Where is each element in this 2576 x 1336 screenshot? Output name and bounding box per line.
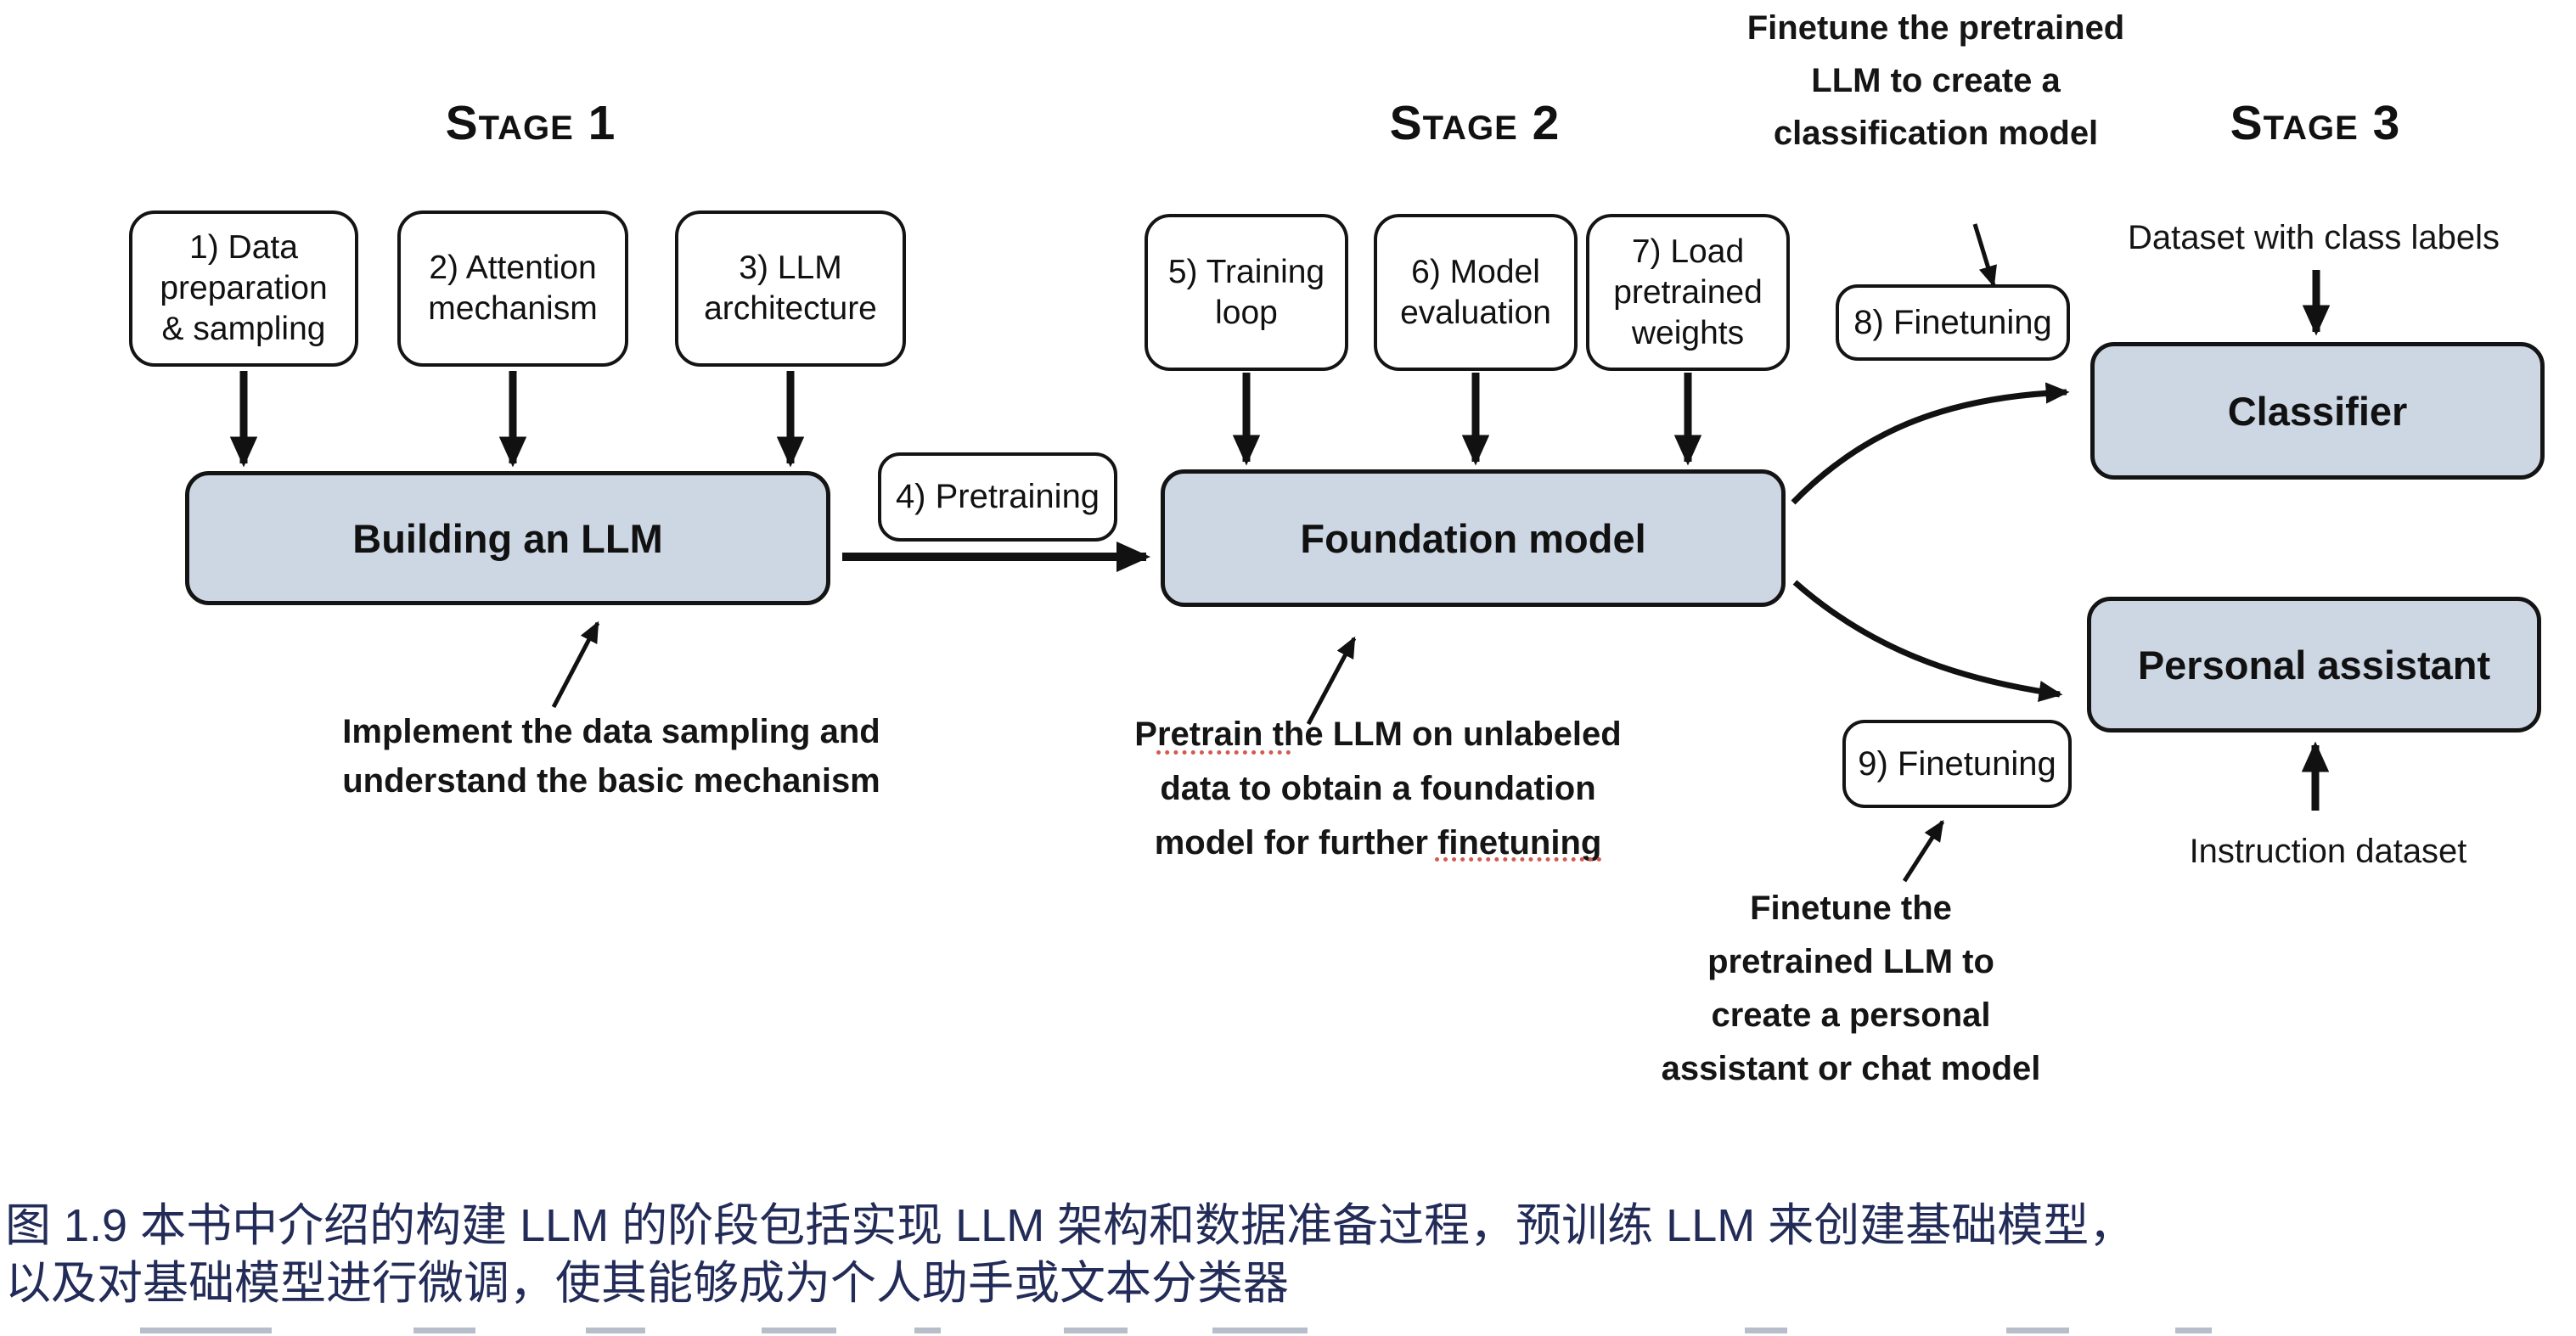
step-box-9-finetuning: 9) Finetuning bbox=[1842, 720, 2072, 808]
figure-caption-line2: 以及对基础模型进行微调，使其能够成为个人助手或文本分类器 bbox=[5, 1258, 1289, 1309]
stage1-title: Stage 1 bbox=[445, 96, 616, 150]
step-box-7-load-weights: 7) Load pretrained weights bbox=[1586, 214, 1790, 371]
spellcheck-underline-pretrain bbox=[1156, 750, 1291, 755]
step-box-3-architecture: 3) LLM architecture bbox=[675, 211, 906, 367]
cropped-text-artifact bbox=[1212, 1328, 1308, 1333]
label-dataset-class-labels: Dataset with class labels bbox=[2128, 219, 2500, 256]
figure-caption-line1: 图 1.9 本书中介绍的构建 LLM 的阶段包括实现 LLM 架构和数据准备过程… bbox=[5, 1200, 2135, 1251]
stage3-title: Stage 3 bbox=[2230, 96, 2401, 150]
label-instruction-dataset: Instruction dataset bbox=[2189, 833, 2467, 870]
step-box-2-attention: 2) Attention mechanism bbox=[397, 211, 628, 367]
cropped-text-artifact bbox=[1745, 1328, 1787, 1333]
figure-caption: 图 1.9 本书中介绍的构建 LLM 的阶段包括实现 LLM 架构和数据准备过程… bbox=[5, 1197, 2562, 1312]
step-box-1-data-preparation: 1) Data preparation & sampling bbox=[129, 211, 358, 367]
foundation-model-box: Foundation model bbox=[1161, 469, 1786, 607]
cropped-text-artifact bbox=[586, 1328, 645, 1333]
arrow-clsnote-to-step8 bbox=[1972, 223, 1997, 288]
classifier-box: Classifier bbox=[2090, 342, 2545, 480]
cropped-text-artifact bbox=[413, 1328, 475, 1333]
cropped-text-artifact bbox=[914, 1328, 941, 1333]
personal-assistant-box: Personal assistant bbox=[2087, 597, 2541, 733]
cropped-text-artifact bbox=[762, 1328, 836, 1333]
step-box-6-model-evaluation: 6) Model evaluation bbox=[1374, 214, 1578, 371]
step-box-5-training-loop: 5) Training loop bbox=[1145, 214, 1348, 371]
arrow-implementnote-to-building bbox=[551, 620, 600, 709]
cropped-text-artifact bbox=[2175, 1328, 2212, 1333]
arrow-foundation-to-assistant bbox=[1792, 580, 2063, 703]
stage2-title: Stage 2 bbox=[1389, 96, 1561, 150]
building-llm-box: Building an LLM bbox=[185, 471, 830, 605]
cropped-text-artifact bbox=[1064, 1328, 1128, 1333]
arrow-pretrainnote-to-foundation bbox=[1306, 636, 1357, 726]
step-box-4-pretraining: 4) Pretraining bbox=[878, 452, 1117, 542]
arrow-asstnote-to-step9 bbox=[1902, 819, 1945, 883]
arrow-foundation-to-classifier bbox=[1791, 382, 2070, 505]
spellcheck-underline-finetuning bbox=[1435, 857, 1601, 862]
cropped-text-artifact bbox=[140, 1328, 272, 1333]
note-finetune-classification: Finetune the pretrained LLM to create a … bbox=[1746, 9, 2125, 152]
note-finetune-assistant: Finetune the pretrained LLM to create a … bbox=[1661, 890, 2041, 1087]
note-pretrain-foundation: Pretrain the LLM on unlabeled data to ob… bbox=[1134, 716, 1622, 862]
step-box-8-finetuning: 8) Finetuning bbox=[1836, 284, 2070, 361]
cropped-text-artifact bbox=[2006, 1328, 2069, 1333]
note-implement-sampling: Implement the data sampling and understa… bbox=[342, 713, 880, 800]
